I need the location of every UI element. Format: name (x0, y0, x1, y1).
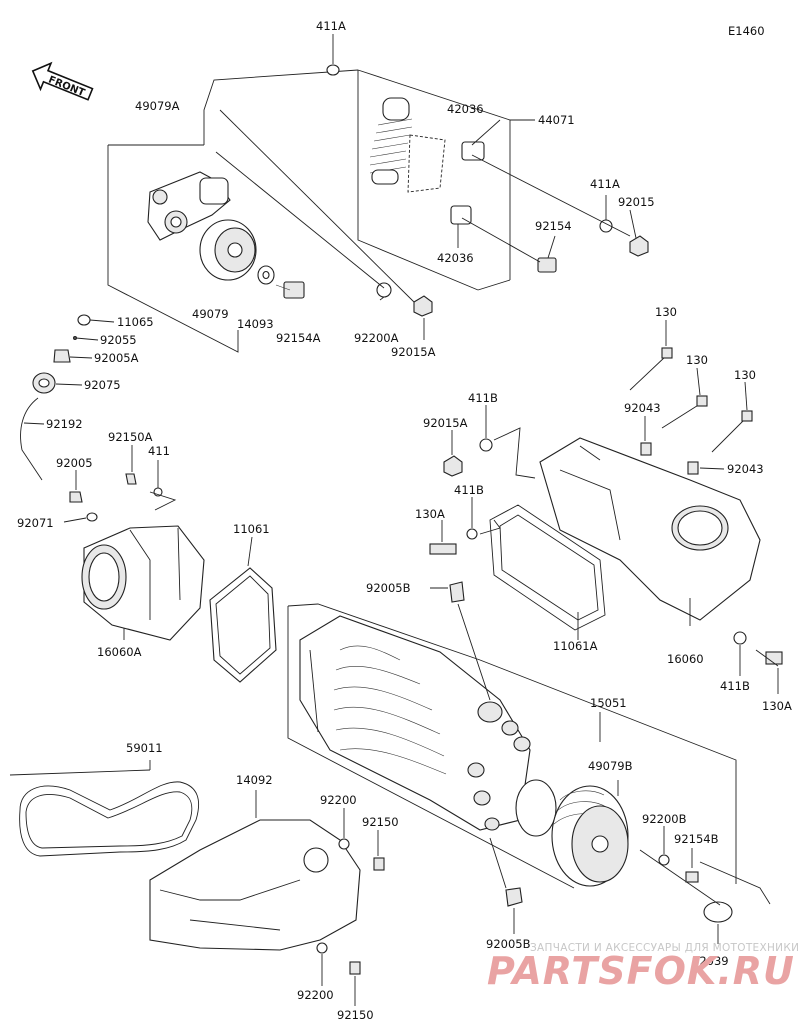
part-label: 92075 (84, 378, 121, 392)
part-label: 44071 (538, 113, 575, 127)
part-label: 92055 (100, 333, 137, 347)
watermark: ЗАПЧАСТИ И АКСЕССУАРЫ ДЛЯ МОТОТЕХНИКИ PA… (487, 942, 799, 993)
part-label: 130A (415, 507, 445, 521)
part-label: 49079A (135, 99, 180, 113)
part-label: 411B (468, 391, 498, 405)
part-label: 92071 (17, 516, 54, 530)
watermark-brand: PARTSFOK.RU (487, 949, 795, 993)
part-label: 11065 (117, 315, 154, 329)
part-label: 42036 (437, 251, 474, 265)
part-label: 92015A (391, 345, 436, 359)
part-label: 14092 (236, 773, 273, 787)
part-label: 92192 (46, 417, 83, 431)
part-label: 411A (590, 177, 620, 191)
part-labels: 411A 49079A 42036 44071 411A 92015 92154… (17, 19, 792, 1022)
part-label: 49079B (588, 759, 633, 773)
part-label: 92200B (642, 812, 687, 826)
part-label: 130 (655, 305, 677, 319)
supercharger-assembly (287, 581, 737, 889)
watermark-tagline: ЗАПЧАСТИ И АКСЕССУАРЫ ДЛЯ МОТОТЕХНИКИ (530, 942, 799, 954)
part-label: 411B (720, 679, 750, 693)
part-label: 92154 (535, 219, 572, 233)
part-label: 14093 (237, 317, 274, 331)
part-label: 92200A (354, 331, 399, 345)
part-label: 92154A (276, 331, 321, 345)
part-label: 130A (762, 699, 792, 713)
part-label: 92154B (674, 832, 719, 846)
part-label: 130 (734, 368, 756, 382)
part-label: 92005A (94, 351, 139, 365)
part-label: 92005B (366, 581, 411, 595)
part-label: 11061 (233, 522, 270, 536)
part-label: 411 (148, 444, 170, 458)
part-label: 130 (686, 353, 708, 367)
front-arrow-icon: FRONT (31, 61, 94, 101)
part-label: 42036 (447, 102, 484, 116)
breather-parts (20, 314, 177, 523)
drive-pulley (551, 780, 771, 944)
part-label: 92150 (362, 815, 399, 829)
part-label: 15051 (590, 696, 627, 710)
part-label: 49079 (192, 307, 229, 321)
intake-duct-right (429, 320, 783, 694)
diagram-code: E1460 (728, 24, 765, 38)
part-label: 411A (316, 19, 346, 33)
drive-belt (9, 760, 200, 857)
part-label: 59011 (126, 741, 163, 755)
intake-duct-left (81, 525, 277, 683)
part-label: 411B (454, 483, 484, 497)
belt-cover (149, 790, 523, 1006)
part-label: 92150A (108, 430, 153, 444)
tensioner-group (107, 34, 649, 353)
part-label: 92200 (297, 988, 334, 1002)
part-label: 92039 (692, 954, 729, 968)
part-label: 92005 (56, 456, 93, 470)
part-label: 92005B (486, 937, 531, 951)
part-label: 92043 (727, 462, 764, 476)
part-label: 92015A (423, 416, 468, 430)
part-label: 92150 (337, 1008, 374, 1022)
part-label: 11061A (553, 639, 598, 653)
part-label: 92043 (624, 401, 661, 415)
part-label: 16060A (97, 645, 142, 659)
part-label: 92015 (618, 195, 655, 209)
part-label: 16060 (667, 652, 704, 666)
part-label: 92200 (320, 793, 357, 807)
